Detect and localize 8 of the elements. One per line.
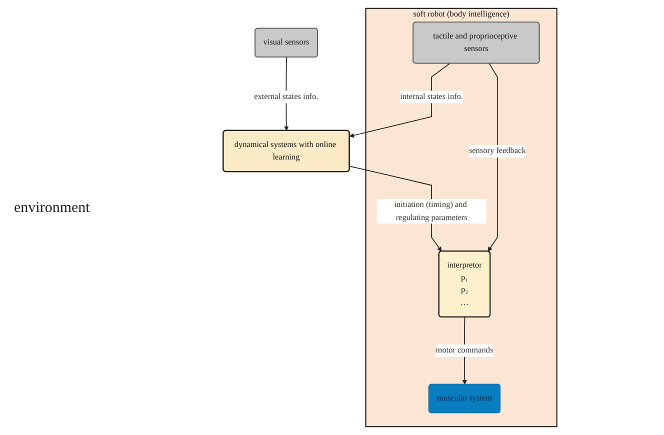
edge-label: initiation (timing) and regulating parameters: [394, 200, 468, 222]
annotation-text: environment: [14, 200, 90, 217]
arrow: [349, 63, 450, 138]
edge-label: sensory feedback: [468, 146, 526, 156]
edge-label: external states info.: [254, 92, 318, 102]
edge-label: internal states info.: [400, 92, 463, 102]
arrow: [488, 63, 498, 252]
edge-label: motor commands: [436, 346, 494, 355]
